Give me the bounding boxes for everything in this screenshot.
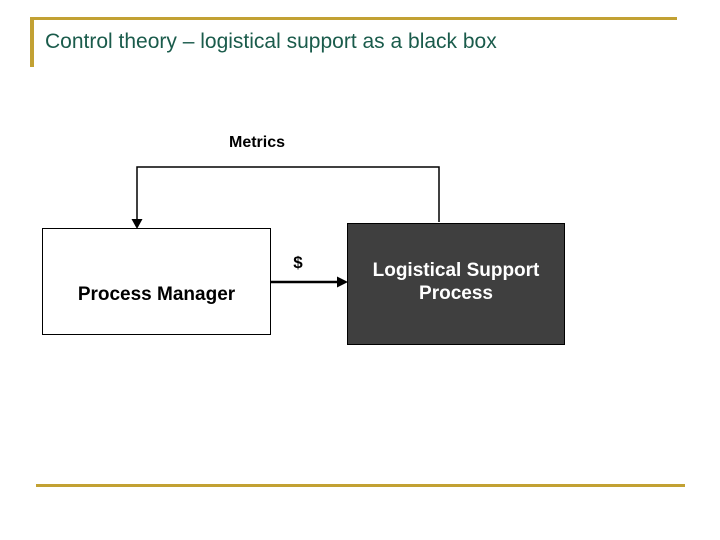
- title-accent-rule-top: [30, 17, 677, 20]
- title-accent-bar-left: [30, 17, 34, 67]
- logistical-support-label: Logistical Support Process: [372, 260, 540, 304]
- dollar-label: $: [293, 253, 303, 272]
- process-manager-box: Process Manager: [42, 228, 271, 335]
- metrics-label: Metrics: [228, 134, 286, 151]
- feedback-connector-line: [136, 166, 440, 222]
- footer-rule: [36, 484, 685, 487]
- process-manager-label: Process Manager: [77, 284, 236, 305]
- slide-title: Control theory – logistical support as a…: [45, 30, 497, 53]
- logistical-support-box: Logistical Support Process: [347, 223, 565, 345]
